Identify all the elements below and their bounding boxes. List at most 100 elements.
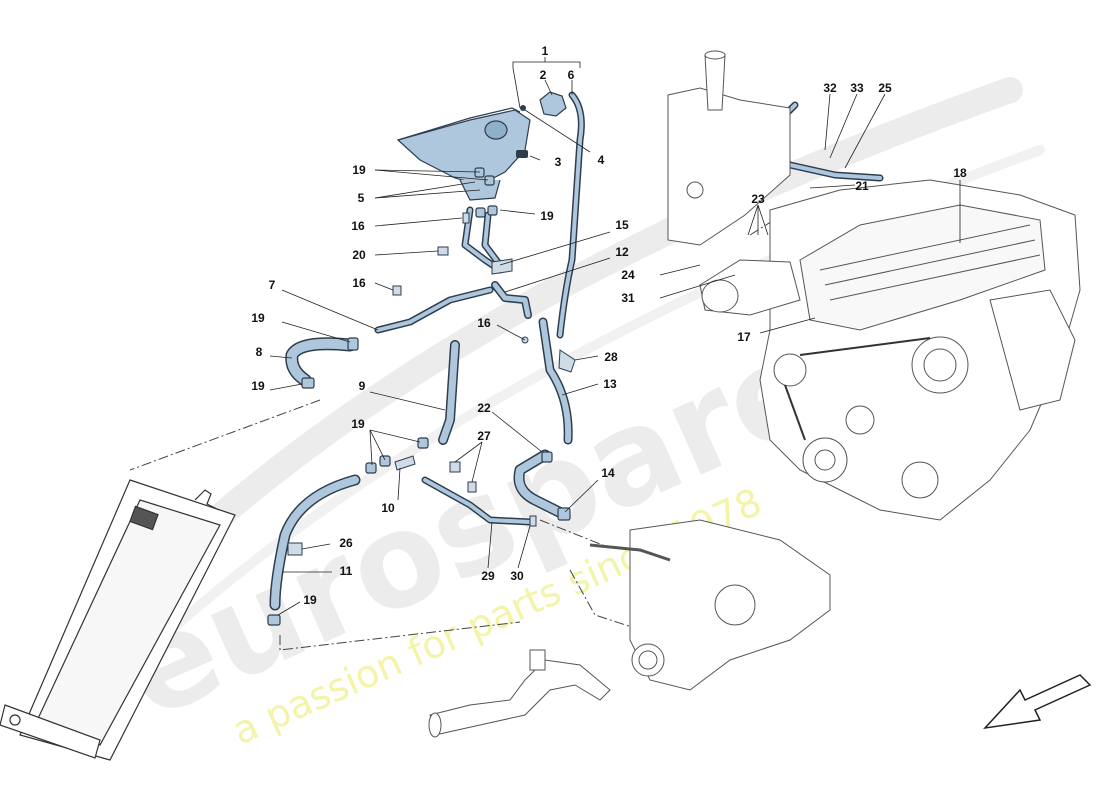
callout-20: 20 [352,248,366,262]
callout-16: 16 [477,316,491,330]
callout-17: 17 [737,330,751,344]
callout-1: 1 [542,44,549,58]
engine-pulley-1 [773,353,807,387]
bolt-20 [437,246,449,256]
expansion-tank-top [397,107,521,141]
leader-lines [269,57,961,616]
expansion-cap [539,91,567,117]
radiator [0,479,236,761]
callout-3: 3 [555,155,562,169]
outlet-pipe [428,649,611,738]
callout-7: 7 [269,278,276,292]
clamp [557,507,571,521]
callout-19: 19 [351,417,365,431]
radiator-bottom-tank [0,704,101,759]
callout-22: 22 [477,401,491,415]
callout-15: 15 [615,218,629,232]
engine-pulley-5 [901,461,939,499]
guide-hose-bottom [279,621,521,651]
callout-31: 31 [621,291,635,305]
callout-16: 16 [351,219,365,233]
callout-19: 19 [251,311,265,325]
connector-10 [394,455,416,471]
clamp [484,175,495,186]
radiator-bracket [194,489,220,511]
callout-19: 19 [540,209,554,223]
guide-radiator [129,399,321,471]
bolt-16 [462,212,470,224]
clamp [301,377,315,389]
clamp [347,337,359,351]
callout-4: 4 [598,153,605,167]
callout-12: 12 [615,245,629,259]
intake-horn-mouth [701,279,739,313]
expansion-tank-neck [484,120,508,140]
clamp [541,451,553,463]
radiator-core [34,499,221,746]
grommet-3 [516,150,528,158]
bolt-16b [392,285,402,296]
callout-29: 29 [481,569,495,583]
radiator-grille [129,505,159,531]
callout-19: 19 [251,379,265,393]
callout-16: 16 [352,276,366,290]
outlet-pipe-body [429,659,611,736]
expansion-tank [396,107,531,201]
callout-18: 18 [953,166,967,180]
callout-2: 2 [540,68,547,82]
callout-23: 23 [751,192,765,206]
guide-pipe-29 [539,519,611,549]
callout-26: 26 [339,536,353,550]
callout-13: 13 [603,377,617,391]
callout-27: 27 [477,429,491,443]
water-pump-boss [714,584,756,626]
callout-8: 8 [256,345,263,359]
callout-32: 32 [823,81,837,95]
bracket-1 [512,61,581,68]
clamp [365,462,377,474]
callout-9: 9 [359,379,366,393]
engine-pulley-3 [845,405,875,435]
engine-belt [784,337,931,441]
oil-tank-filler-top [704,50,726,60]
callout-14: 14 [601,466,615,480]
clamp [267,614,281,626]
intake-ribs [819,224,1041,301]
callout-6: 6 [568,68,575,82]
callout-19: 19 [303,593,317,607]
direction-arrow [983,674,1092,730]
callout-33: 33 [850,81,864,95]
radiator-drain [9,714,21,726]
clip-27 [449,461,477,493]
callout-5: 5 [358,191,365,205]
callout-11: 11 [340,564,353,578]
clamp [474,167,485,178]
callout-24: 24 [621,268,635,282]
clamp [487,205,498,216]
callout-25: 25 [878,81,892,95]
guide-pump [569,569,636,629]
engine-exhaust [989,289,1076,411]
engine [667,50,1081,521]
clamp [379,455,391,467]
callout-30: 30 [510,569,524,583]
oil-tank-plug [686,181,704,199]
water-pump [589,519,831,691]
clamp [475,207,486,218]
engine-pulley-2-hub [814,449,836,471]
callouts: 1 2 6 3 4 19 5 16 19 15 20 12 16 7 19 16… [251,44,967,607]
outlet-pipe-fitting [529,649,546,671]
clamp [417,437,429,449]
outlet-pipe-end [428,712,442,738]
engine-pulley-4-inner [923,348,957,382]
water-pump-pipe [589,543,671,562]
bracket-15 [491,258,513,275]
callout-19: 19 [352,163,366,177]
bracket-28 [558,349,576,373]
callout-10: 10 [381,501,395,515]
water-pump-inlet-inner [638,650,658,670]
clip-30 [529,515,537,527]
oil-tank-filler [704,54,726,111]
